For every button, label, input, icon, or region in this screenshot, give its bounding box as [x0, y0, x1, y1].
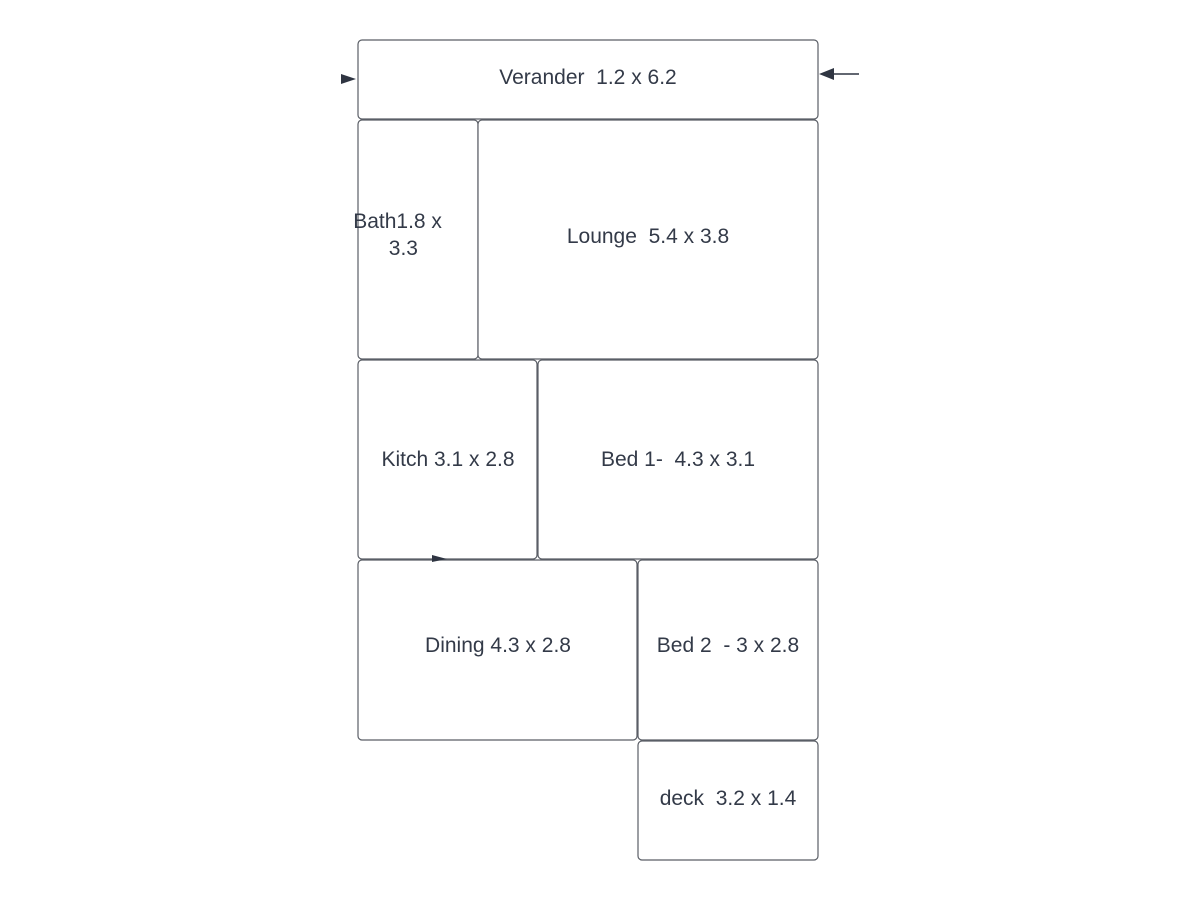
room-label-lounge: Lounge 5.4 x 3.8 [567, 225, 729, 248]
room-label-bath: Bath1.8 x 3.3 [0, 0, 483, 260]
room-label-bed1: Bed 1- 4.3 x 3.1 [601, 448, 755, 471]
room-dining: Dining 4.3 x 2.8 [357, 559, 638, 741]
room-label-bath-line-2: 3.3 [389, 237, 418, 260]
arrow-head-right-icon [819, 68, 834, 80]
arrow-head-left-icon [341, 74, 356, 84]
entry-arrow-left [341, 74, 356, 84]
entry-arrow-right [819, 68, 859, 80]
room-label-dining: Dining 4.3 x 2.8 [425, 634, 571, 657]
room-bed2: Bed 2 - 3 x 2.8 [637, 559, 819, 741]
room-kitch: Kitch 3.1 x 2.8 [357, 359, 538, 560]
door-arrow-kitchen [432, 555, 447, 562]
room-lounge: Lounge 5.4 x 3.8 [477, 119, 819, 360]
arrow-head-kitchen-icon [432, 555, 447, 562]
room-label-deck: deck 3.2 x 1.4 [660, 787, 797, 810]
room-label-verander: Verander 1.2 x 6.2 [499, 66, 676, 89]
room-label-bed2: Bed 2 - 3 x 2.8 [657, 634, 799, 657]
room-label-bath-line-1: Bath1.8 x [353, 210, 442, 233]
room-deck: deck 3.2 x 1.4 [637, 740, 819, 861]
room-verander: Verander 1.2 x 6.2 [357, 39, 819, 120]
room-label-kitch: Kitch 3.1 x 2.8 [381, 448, 514, 471]
room-bed1: Bed 1- 4.3 x 3.1 [537, 359, 819, 560]
